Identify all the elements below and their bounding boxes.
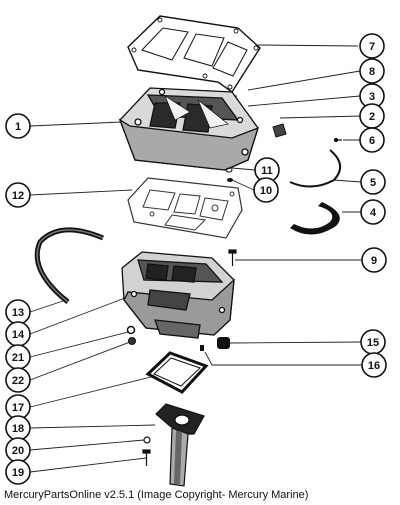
part-6-pin	[333, 137, 342, 143]
svg-text:13: 13	[12, 307, 24, 319]
svg-text:5: 5	[370, 177, 376, 189]
svg-text:18: 18	[12, 423, 24, 435]
svg-text:7: 7	[369, 41, 375, 53]
svg-text:15: 15	[367, 337, 379, 349]
callout-14: 14	[5, 321, 31, 347]
part-11-washer	[225, 167, 233, 173]
callout-6: 6	[359, 127, 385, 153]
part-2-fitting	[272, 123, 287, 138]
svg-text:22: 22	[12, 375, 24, 387]
svg-text:19: 19	[12, 467, 24, 479]
callout-16: 16	[361, 352, 387, 378]
svg-text:2: 2	[369, 111, 375, 123]
part-18-exhaust-tube	[155, 403, 205, 487]
callout-13: 13	[5, 299, 31, 325]
callouts: 7 8 3 2 1 6 11 5 10 12 4 9 13 14 15 21 1…	[5, 33, 387, 485]
callout-10: 10	[253, 177, 279, 203]
copyright-caption: MercuryPartsOnline v2.5.1 (Image Copyrig…	[4, 489, 309, 501]
part-10-washer	[227, 178, 233, 182]
svg-text:14: 14	[12, 329, 25, 341]
svg-text:8: 8	[369, 66, 375, 78]
callout-19: 19	[5, 459, 31, 485]
callout-2: 2	[359, 103, 385, 129]
callout-4: 4	[360, 199, 386, 225]
part-13-hose	[34, 227, 104, 304]
svg-text:3: 3	[369, 91, 375, 103]
svg-text:16: 16	[368, 360, 380, 372]
part-14-lower-housing	[121, 251, 235, 339]
part-22-o-ring	[128, 337, 136, 345]
svg-text:12: 12	[12, 190, 24, 202]
callout-17: 17	[5, 394, 31, 420]
callout-18: 18	[5, 415, 31, 441]
callout-7: 7	[359, 33, 385, 59]
part-12-gasket	[127, 177, 243, 239]
callout-1: 1	[5, 113, 31, 139]
svg-text:21: 21	[12, 352, 24, 364]
part-17-gasket	[145, 351, 209, 394]
svg-text:10: 10	[260, 185, 272, 197]
part-5-thin-seal	[289, 149, 341, 188]
callout-9: 9	[361, 247, 387, 273]
svg-text:9: 9	[371, 255, 377, 267]
part-9-screw	[228, 249, 237, 266]
svg-text:20: 20	[12, 445, 24, 457]
part-7-top-gasket	[127, 15, 261, 93]
part-1-upper-housing	[118, 87, 260, 171]
part-20-washer	[143, 436, 151, 444]
part-15-plug	[217, 337, 230, 349]
svg-text:4: 4	[370, 207, 377, 219]
svg-text:11: 11	[261, 165, 273, 177]
leader-lines	[29, 44, 363, 473]
part-16-pin	[200, 345, 204, 351]
callout-12: 12	[5, 182, 31, 208]
callout-5: 5	[360, 169, 386, 195]
part-4-thick-seal	[290, 202, 340, 235]
part-19-screw	[142, 449, 151, 466]
part-21-o-ring	[126, 325, 136, 335]
callout-20: 20	[5, 437, 31, 463]
callout-8: 8	[359, 58, 385, 84]
svg-text:17: 17	[12, 402, 24, 414]
callout-21: 21	[5, 344, 31, 370]
svg-text:1: 1	[15, 121, 21, 133]
callout-22: 22	[5, 367, 31, 393]
callout-15: 15	[360, 329, 386, 355]
svg-text:6: 6	[369, 135, 375, 147]
